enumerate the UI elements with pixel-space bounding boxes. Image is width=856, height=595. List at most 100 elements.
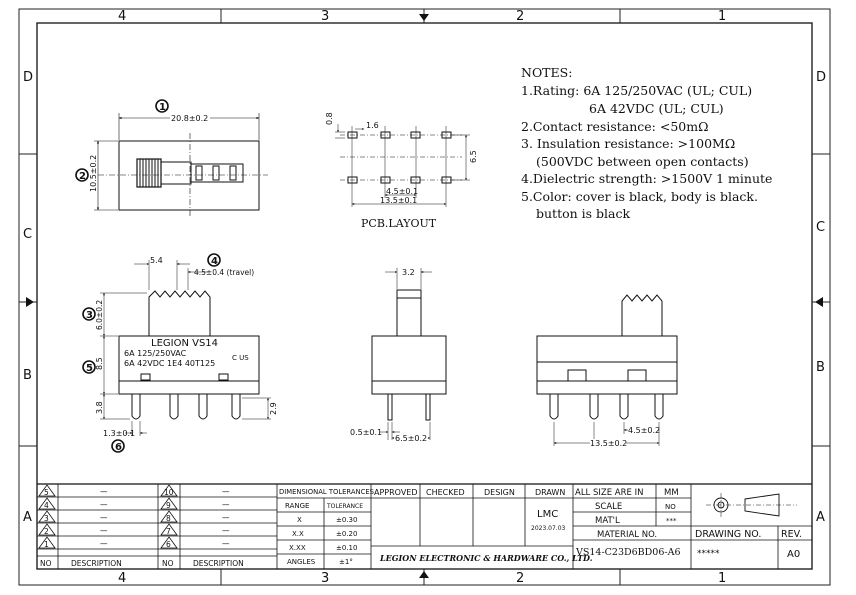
front-label-rating1: 6A 125/250VAC (124, 349, 187, 358)
rev-left-4: 4 (44, 501, 49, 510)
scale-label: SCALE (595, 502, 622, 512)
zone-col-3-bottom: 3 (321, 571, 329, 586)
zone-col-2-bottom: 2 (516, 571, 524, 586)
side-dim-pins-bg (394, 434, 428, 443)
tolerance-table: DIMENSIONAL TOLERANCES RANGE TOLERANCE X… (279, 488, 374, 566)
drawing-no-value: ***** (697, 549, 720, 559)
material-no-label: MATERIAL NO. (597, 530, 657, 540)
note-line-6: 4.Dielectric strength: >1500V 1 minute (521, 171, 772, 186)
notes-block: NOTES: 1.Rating: 6A 125/250VAC (UL; CUL)… (521, 65, 772, 221)
rev-left-desc-5: — (100, 487, 108, 496)
side-pins (387, 394, 431, 421)
zone-row-a-left: A (23, 510, 32, 525)
pcb-dim-pitch-small: 1.6 (366, 121, 379, 130)
rev-right-desc-8: — (222, 513, 230, 522)
front-dim-pin-w: 1.3±0.1 (103, 429, 135, 438)
note-line-5: (500VDC between open contacts) (536, 154, 749, 169)
callout-1-label: 1 (159, 102, 166, 113)
front-body (118, 335, 260, 395)
centering-marks (26, 14, 823, 578)
pcb-dim-height: 6.5 (469, 150, 478, 163)
side-dim-actuator-w: 3.2 (402, 268, 415, 277)
front-dim-actuator-h: 6.0±0.2 (95, 300, 104, 330)
tol-row-xx-tol: ±0.20 (336, 530, 357, 538)
rev-right-6: 6 (166, 540, 171, 549)
rear-dim-pitch-bg (628, 426, 658, 435)
rev-left-3: 3 (44, 514, 49, 523)
tol-row-xxx-tol: ±0.10 (336, 544, 357, 552)
tol-row-xxx-range: X.XX (289, 544, 306, 552)
col-desc-left: DESCRIPTION (71, 559, 122, 568)
top-view-labels: 1 20.8±0.2 2 10.5±0.2 (75, 99, 210, 192)
pcb-dim-pitch: 4.5±0.1 (386, 187, 418, 196)
tol-header-tolerance: TOLERANCE (326, 503, 363, 510)
approval-block: APPROVED CHECKED DESIGN DRAWN LMC 2023.0… (374, 488, 593, 563)
dim-width: 10.5±0.2 (89, 155, 98, 192)
top-view (94, 113, 268, 218)
tol-row-angles-range: ANGLES (287, 558, 316, 566)
zone-row-c-right: C (816, 220, 825, 235)
front-label-rating2: 6A 42VDC 1E4 40T125 (124, 359, 215, 368)
pcb-dim-pad: 0.8 (325, 112, 334, 125)
drawn-label: DRAWN (535, 488, 565, 497)
callout-1 (155, 99, 169, 113)
pcb-layout-labels: 0.8 1.6 6.5 4.5±0.1 13.5±0.1 PCB.LAYOUT (325, 112, 478, 230)
unit-value: MM (664, 488, 679, 498)
front-pins (131, 394, 241, 420)
note-line-7: 5.Color: cover is black, body is black. (521, 189, 758, 204)
zone-col-1-top: 1 (718, 9, 726, 24)
zone-row-d-right: D (816, 70, 826, 85)
zone-col-3-top: 3 (321, 9, 329, 24)
zone-row-b-right: B (816, 360, 825, 375)
tol-row-x-range: X (297, 516, 302, 524)
zone-row-c-left: C (23, 227, 32, 242)
notes-title: NOTES: (521, 65, 572, 80)
design-label: DESIGN (484, 488, 515, 497)
tol-row-x-tol: ±0.30 (336, 516, 357, 524)
side-dim-pin-t: 0.5±0.1 (350, 428, 382, 437)
callout-3 (82, 307, 96, 321)
scale-value: NO (665, 503, 676, 511)
drawn-by: LMC (537, 509, 558, 520)
part-number: VS14-C23D6BD06-A6 (575, 547, 681, 558)
zone-row-b-left: B (23, 368, 32, 383)
all-size-label: ALL SIZE ARE IN (575, 488, 643, 498)
side-actuator (396, 289, 422, 337)
callout-6-label: 6 (115, 442, 122, 453)
rev-left-desc-4: — (100, 500, 108, 509)
note-line-3: 2.Contact resistance: <50mΩ (521, 119, 708, 134)
tol-header-range: RANGE (285, 502, 309, 510)
material-label: MAT'L (595, 516, 620, 526)
rev-right-10: 10 (164, 488, 174, 497)
rev-left-1: 1 (44, 540, 49, 549)
callout-2 (75, 168, 89, 182)
dim-length: 20.8±0.2 (171, 114, 208, 123)
pcb-pads (347, 131, 452, 184)
rev-label: REV. (781, 529, 802, 540)
revision-triangles (38, 484, 178, 549)
title-block (37, 483, 812, 569)
callout-5 (82, 360, 96, 374)
side-view (371, 268, 447, 440)
zone-labels: 4 3 2 1 4 3 2 1 D C B A D C B A (23, 9, 826, 586)
note-line-8: button is black (536, 206, 630, 221)
zone-col-2-top: 2 (516, 9, 524, 24)
rev-right-9: 9 (166, 501, 171, 510)
callout-6 (111, 439, 125, 453)
rev-value: A0 (787, 549, 800, 560)
front-view-labels: 5.4 4.5±0.4 (travel) 4 3 6.0±0.2 5 8.5 3… (82, 253, 278, 453)
side-body (371, 335, 447, 395)
callout-4 (207, 253, 221, 267)
note-line-1: 1.Rating: 6A 125/250VAC (UL; CUL) (521, 83, 752, 98)
side-view-labels: 3.2 0.5±0.1 6.5±0.2 (350, 268, 428, 443)
actuator-ridges (139, 159, 159, 187)
rev-left-desc-2: — (100, 526, 108, 535)
approved-label: APPROVED (374, 488, 418, 497)
rev-left-desc-3: — (100, 513, 108, 522)
rev-right-desc-6: — (222, 539, 230, 548)
callout-4-label: 4 (211, 256, 218, 267)
rev-right-8: 8 (166, 514, 171, 523)
rev-right-7: 7 (166, 527, 171, 536)
company-name: LEGION ELECTRONIC & HARDWARE CO., LTD. (379, 553, 593, 563)
